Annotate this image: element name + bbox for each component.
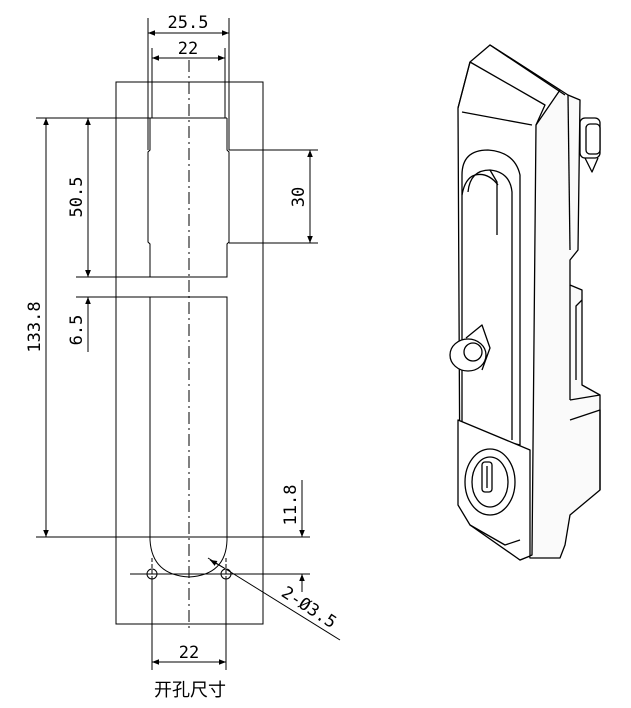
rear-screw-icon bbox=[579, 117, 601, 173]
dim-label-holes: 2-Ø3.5 bbox=[278, 583, 340, 633]
dim-label-30: 30 bbox=[289, 187, 309, 207]
drawing-caption: 开孔尺寸 bbox=[154, 680, 226, 701]
key-cylinder-icon bbox=[464, 448, 516, 516]
latch-pin-icon bbox=[449, 324, 491, 372]
dim-label-22-bottom: 22 bbox=[179, 643, 199, 663]
cutout-view bbox=[36, 18, 341, 670]
dim-label-25-5: 25.5 bbox=[168, 13, 209, 33]
dim-label-11-8: 11.8 bbox=[281, 485, 301, 526]
dim-label-22-top: 22 bbox=[178, 39, 198, 59]
dim-label-50-5: 50.5 bbox=[67, 177, 87, 218]
upper-cutout bbox=[147, 118, 230, 278]
dim-label-133-8: 133.8 bbox=[25, 301, 45, 352]
lock-handle bbox=[461, 149, 521, 446]
dim-label-6-5: 6.5 bbox=[67, 315, 87, 346]
hole-leader bbox=[207, 557, 341, 641]
lock-illustration bbox=[449, 44, 601, 561]
